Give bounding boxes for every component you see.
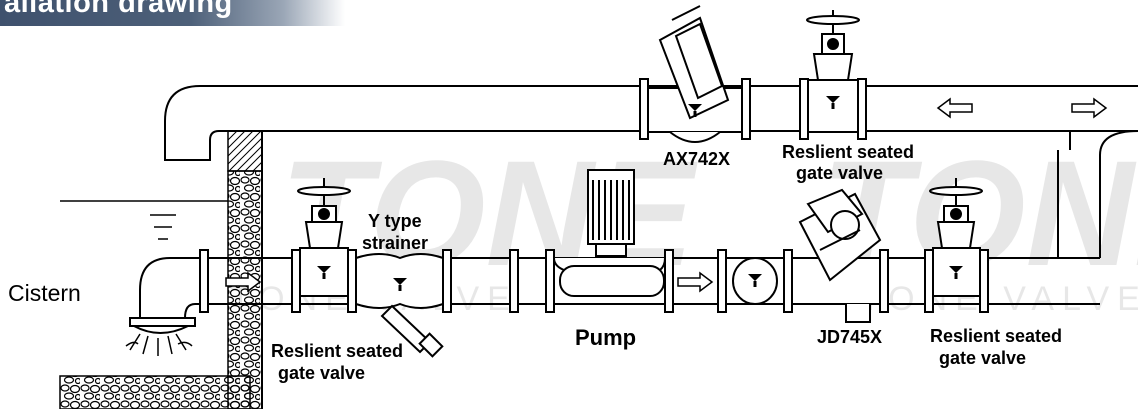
pump: [553, 169, 666, 297]
label-gate-right-2: gate valve: [939, 348, 1027, 368]
flow-arrow-upper-right: [1071, 98, 1107, 118]
label-cistern: Cistern: [8, 280, 81, 306]
foot-spray: [125, 333, 193, 356]
label-jd745x: JD745X: [817, 327, 883, 347]
label-gate-left-2: gate valve: [278, 363, 366, 383]
cistern-wall: [59, 130, 263, 409]
flow-arrow-upper-left: [937, 98, 973, 118]
upper-pipe: [164, 85, 1138, 161]
upper-pipe-riser: [1057, 130, 1138, 258]
gate-valve-top: [806, 10, 860, 133]
gate-valve-left: [297, 178, 351, 297]
label-gate-top-2: gate valve: [796, 163, 884, 183]
valve-ax742x: [647, 5, 743, 143]
gate-valve-right: [929, 178, 983, 297]
label-y-strainer-2: strainer: [362, 233, 429, 253]
title-banner: allation drawing: [0, 0, 345, 26]
valve-jd745x: [791, 188, 882, 323]
water-level: [60, 200, 228, 240]
label-gate-right-1: Reslient seated: [930, 326, 1063, 346]
label-gate-top-1: Reslient seated: [782, 142, 915, 162]
label-ax742x: AX742X: [663, 149, 731, 169]
label-y-strainer-1: Y type: [368, 211, 422, 231]
label-pump: Pump: [575, 325, 637, 350]
svg-text:TONE VALVE: TONE VALVE: [860, 280, 1138, 318]
label-gate-left-1: Reslient seated: [271, 341, 404, 361]
banner-title: allation drawing: [4, 0, 233, 19]
suction-pipe: [129, 257, 200, 334]
